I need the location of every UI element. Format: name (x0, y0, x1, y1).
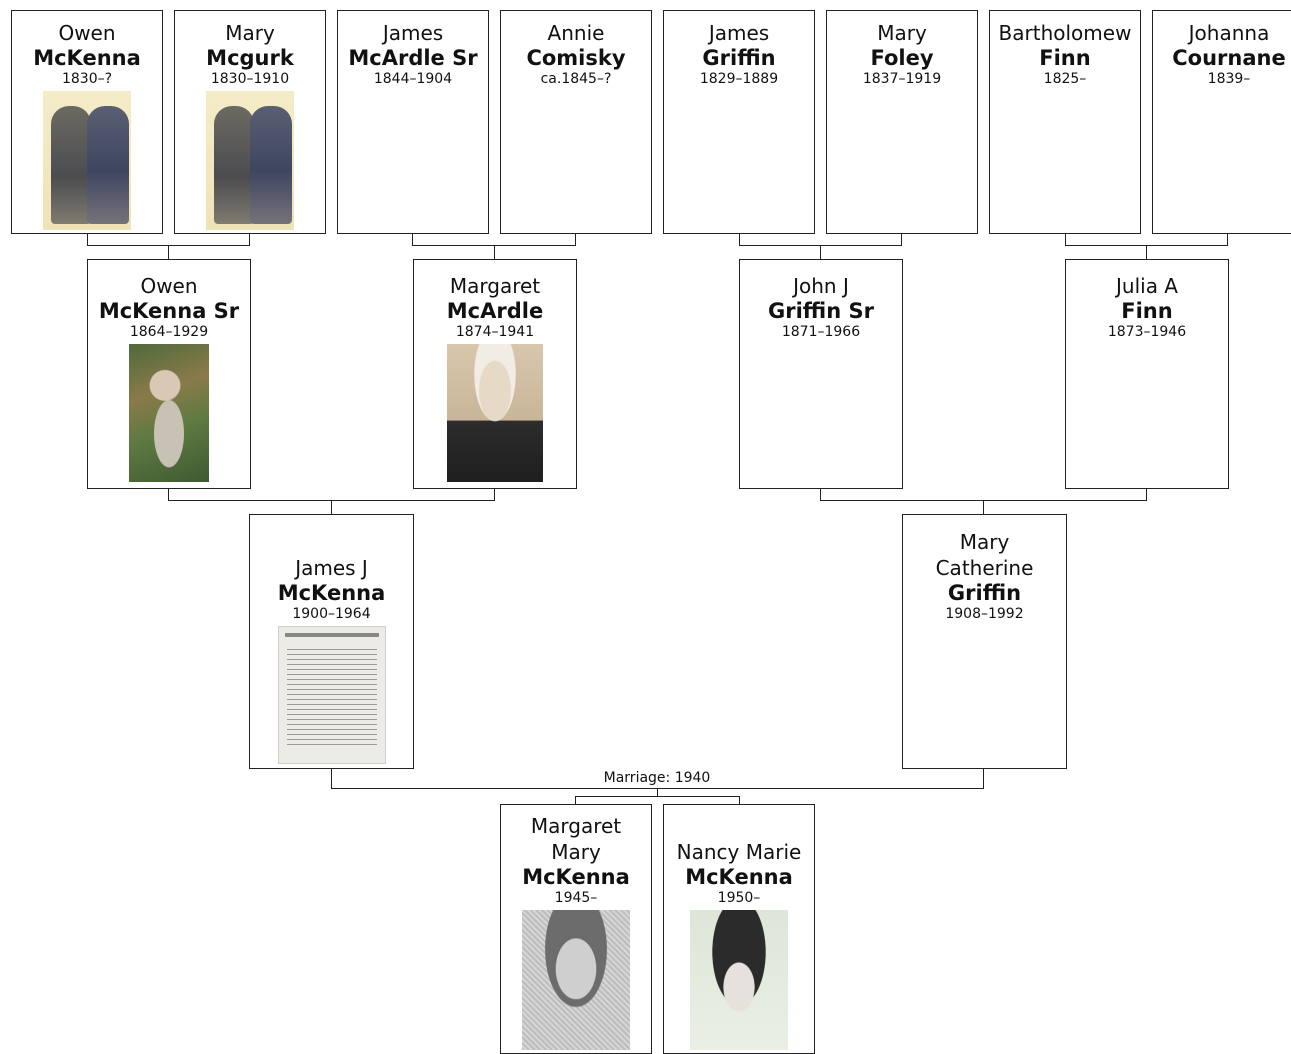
person-card-james-j-mckenna[interactable]: James J McKenna 1900–1964 (249, 514, 414, 769)
person-card-james-mcardle-sr[interactable]: James McArdle Sr 1844–1904 (337, 10, 489, 234)
life-years: 1871–1966 (781, 324, 861, 340)
person-card-james-griffin[interactable]: James Griffin 1829–1889 (663, 10, 815, 234)
given-name: James (708, 21, 770, 45)
life-years: 1839– (1207, 71, 1251, 87)
life-years: 1837–1919 (862, 71, 942, 87)
life-years: 1945– (554, 890, 598, 906)
surname: Finn (1121, 299, 1173, 323)
given-name: Mary (877, 21, 927, 45)
marriage-label: Marriage: 1940 (595, 769, 719, 787)
life-years: 1830–1910 (210, 71, 290, 87)
life-years: ca.1845–? (540, 71, 612, 87)
given-name: Annie (547, 21, 605, 45)
person-card-margaret-mary-mckenna[interactable]: Margaret Mary McKenna 1945– (500, 804, 652, 1054)
connector-marriage (331, 768, 984, 804)
connector-griffin-sr-finn (820, 488, 1147, 514)
surname: McKenna (277, 581, 386, 605)
person-card-margaret-mcardle[interactable]: Margaret McArdle 1874–1941 (413, 259, 577, 489)
given-name: John J (793, 274, 849, 298)
surname: Comisky (526, 46, 626, 70)
surname: McArdle Sr (348, 46, 478, 70)
life-years: 1874–1941 (455, 324, 535, 340)
couple-photo[interactable] (43, 91, 131, 230)
portrait-photo[interactable] (447, 344, 543, 482)
given-name: Owen (58, 21, 116, 45)
bw-portrait-photo[interactable] (690, 910, 788, 1050)
life-years: 1873–1946 (1107, 324, 1187, 340)
person-card-johanna-cournane[interactable]: Johanna Cournane 1839– (1152, 10, 1291, 234)
life-years: 1825– (1043, 71, 1087, 87)
given-name: James J (295, 556, 368, 580)
person-card-owen-mckenna[interactable]: Owen McKenna 1830–? (11, 10, 163, 234)
connector-griffin-foley (739, 233, 902, 259)
surname: McKenna (522, 865, 630, 889)
connector-finn-cournane (1065, 233, 1228, 259)
person-card-nancy-marie-mckenna[interactable]: Nancy Marie McKenna 1950– (663, 804, 815, 1054)
given-name: Bartholomew (998, 21, 1132, 45)
surname: Finn (1039, 46, 1091, 70)
surname: Mcgurk (206, 46, 294, 70)
person-card-bartholomew-finn[interactable]: Bartholomew Finn 1825– (989, 10, 1141, 234)
connector-mckenna-sr-mcardle (168, 488, 495, 514)
surname: Griffin Sr (768, 299, 874, 323)
connector-mcardle-comisky (412, 233, 576, 259)
life-years: 1950– (717, 890, 761, 906)
surname: McKenna (33, 46, 141, 70)
person-card-annie-comisky[interactable]: Annie Comisky ca.1845–? (500, 10, 652, 234)
connector-mckenna-mcgurk (87, 233, 250, 259)
surname: Cournane (1172, 46, 1286, 70)
person-card-mary-foley[interactable]: Mary Foley 1837–1919 (826, 10, 978, 234)
given-name: Owen (140, 274, 198, 298)
funeral-notice[interactable] (277, 626, 386, 764)
given-name: Mary Catherine (935, 530, 1034, 580)
person-card-julia-a-finn[interactable]: Julia A Finn 1873–1946 (1065, 259, 1229, 489)
surname: Foley (870, 46, 934, 70)
life-years: 1844–1904 (373, 71, 453, 87)
life-years: 1864–1929 (129, 324, 209, 340)
given-name: James (382, 21, 444, 45)
person-card-mary-catherine-griffin[interactable]: Mary Catherine Griffin 1908–1992 (902, 514, 1067, 769)
garden-photo[interactable] (129, 344, 209, 482)
given-name: Julia A (1116, 274, 1178, 298)
life-years: 1830–? (61, 71, 113, 87)
given-name: Margaret Mary (530, 814, 622, 864)
life-years: 1829–1889 (699, 71, 779, 87)
surname: Griffin (947, 581, 1022, 605)
given-name: Nancy Marie (676, 840, 802, 864)
given-name: Margaret (449, 274, 541, 298)
person-card-owen-mckenna-sr[interactable]: Owen McKenna Sr 1864–1929 (87, 259, 251, 489)
life-years: 1908–1992 (945, 606, 1024, 622)
surname: McKenna (685, 865, 793, 889)
person-card-mary-mcgurk[interactable]: Mary Mcgurk 1830–1910 (174, 10, 326, 234)
life-years: 1900–1964 (292, 606, 371, 622)
surname: Griffin (702, 46, 776, 70)
surname: McKenna Sr (98, 299, 240, 323)
bw-portrait-photo[interactable] (522, 910, 630, 1050)
person-card-john-j-griffin-sr[interactable]: John J Griffin Sr 1871–1966 (739, 259, 903, 489)
given-name: Johanna (1188, 21, 1270, 45)
couple-photo[interactable] (206, 91, 294, 230)
surname: McArdle (446, 299, 544, 323)
given-name: Mary (225, 21, 275, 45)
